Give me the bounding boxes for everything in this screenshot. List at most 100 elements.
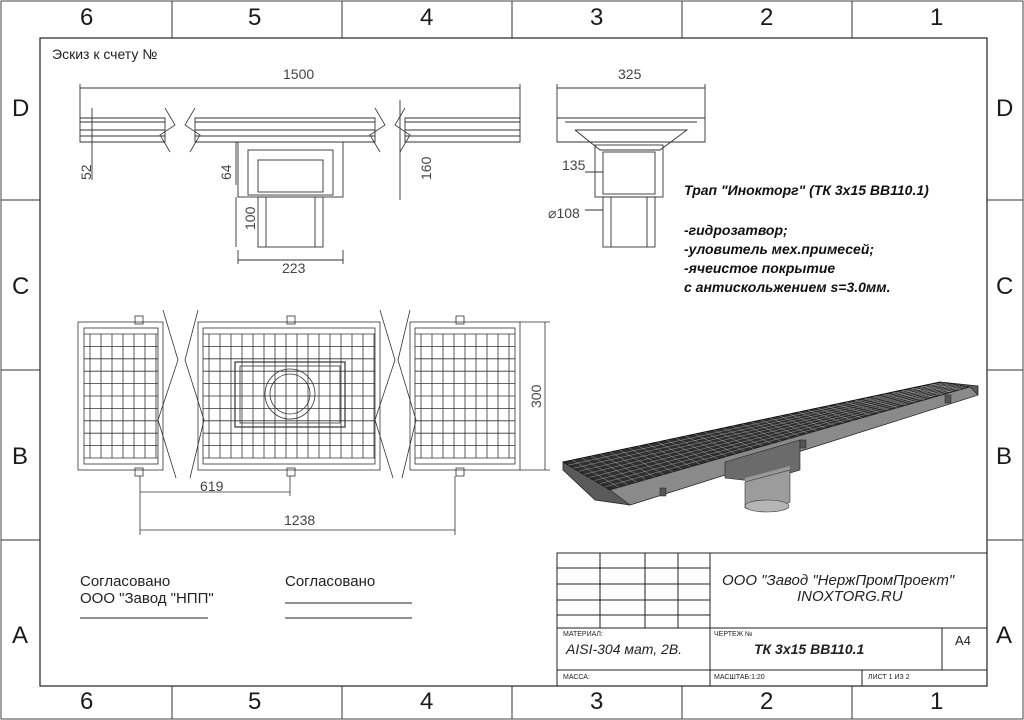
isometric-view bbox=[561, 381, 979, 513]
inner-frame bbox=[39, 37, 988, 687]
iso-grate-bar bbox=[732, 425, 773, 444]
zone-row-c-right: C bbox=[996, 273, 1014, 300]
iso-grate-bar bbox=[583, 383, 954, 475]
iso-grate-bar bbox=[572, 459, 620, 488]
zone-row-d-left: D bbox=[12, 95, 30, 122]
iso-grate-bar bbox=[604, 386, 967, 488]
iso-grate-bar bbox=[666, 439, 710, 462]
iso-grate-bar bbox=[568, 382, 944, 466]
zone-col-6-bottom: 6 bbox=[80, 688, 94, 715]
iso-grate-bar bbox=[798, 411, 836, 426]
zone-col-6-top: 6 bbox=[80, 4, 94, 31]
company-website: INOXTORG.RU bbox=[797, 588, 903, 605]
iso-grate-bar bbox=[826, 405, 863, 419]
iso-grate-bar bbox=[807, 409, 845, 424]
zone-col-5-bottom: 5 bbox=[248, 688, 262, 715]
iso-grate-bar bbox=[704, 431, 746, 452]
iso-grate-bar bbox=[836, 403, 872, 416]
front-view bbox=[79, 84, 521, 264]
iso-grate-bar bbox=[589, 384, 957, 478]
iso-grate-bar bbox=[883, 393, 917, 403]
iso-grate-bar bbox=[902, 389, 935, 398]
iso-grate-bar bbox=[675, 437, 719, 460]
iso-grate-bar bbox=[921, 385, 953, 393]
zone-col-4-bottom: 4 bbox=[420, 688, 434, 715]
iso-grate-bar bbox=[638, 445, 683, 470]
iso-grate-bar bbox=[864, 397, 899, 408]
iso-grate-bar bbox=[628, 447, 674, 473]
dim-diameter-108: ⌀108 bbox=[548, 205, 580, 221]
dim-64: 64 bbox=[218, 164, 234, 180]
dim-619: 619 bbox=[200, 478, 224, 494]
zone-col-3-top: 3 bbox=[590, 4, 604, 31]
zone-col-1-top: 1 bbox=[930, 4, 944, 31]
zone-row-c-left: C bbox=[12, 273, 30, 300]
iso-grate-bar bbox=[779, 415, 818, 432]
iso-grate-bar bbox=[873, 395, 908, 406]
approval-left-line2: ООО "Завод "НПП" bbox=[80, 590, 214, 607]
dim-325: 325 bbox=[618, 66, 642, 82]
iso-grate-bar bbox=[657, 441, 701, 465]
iso-grate-bar bbox=[817, 407, 854, 421]
iso-grate-bar bbox=[647, 443, 692, 468]
iso-grate-bar bbox=[789, 413, 827, 429]
sketch-label: Эскиз к счету № bbox=[52, 46, 158, 62]
zone-col-2-bottom: 2 bbox=[760, 688, 774, 715]
scale-label: МАСШТАБ:1:20 bbox=[714, 674, 765, 681]
zone-col-5-top: 5 bbox=[248, 4, 262, 31]
feature-1: -гидрозатвор; bbox=[684, 222, 788, 238]
iso-grate-bar bbox=[594, 385, 961, 481]
zone-row-a-right: A bbox=[996, 622, 1013, 649]
dim-160: 160 bbox=[418, 156, 434, 180]
iso-grate-bar bbox=[760, 419, 800, 437]
zone-col-3-bottom: 3 bbox=[590, 688, 604, 715]
iso-grate-bar bbox=[723, 427, 764, 447]
zone-col-2-top: 2 bbox=[760, 4, 774, 31]
feature-3: -ячеистое покрытие bbox=[684, 260, 836, 276]
drawing-no-value: ТК 3х15 ВВ110.1 bbox=[754, 641, 865, 657]
approval-left-line1: Согласовано bbox=[80, 573, 171, 590]
iso-grate-bar bbox=[619, 449, 665, 475]
zone-col-1-bottom: 1 bbox=[930, 688, 944, 715]
dim-300: 300 bbox=[528, 384, 544, 408]
iso-grate-bar bbox=[845, 401, 881, 413]
feature-4: с антискольжением s=3.0мм. bbox=[684, 279, 891, 295]
iso-grate-bar bbox=[930, 383, 962, 390]
material-value: AISI-304 мат, 2В. bbox=[566, 641, 683, 657]
iso-grate-bar bbox=[751, 421, 791, 439]
iso-grate-bar bbox=[911, 387, 944, 395]
approval-right-line1: Согласовано bbox=[285, 573, 376, 590]
iso-grate-bar bbox=[892, 391, 926, 401]
iso-grate-bar bbox=[610, 451, 656, 478]
zone-col-4-top: 4 bbox=[420, 4, 434, 31]
zone-row-a-left: A bbox=[12, 622, 29, 649]
feature-2: -уловитель мех.примесей; bbox=[684, 241, 875, 257]
plan-view bbox=[77, 309, 550, 535]
iso-grate-bar bbox=[713, 429, 755, 450]
iso-grate-bar bbox=[741, 423, 782, 442]
company-name: ООО "Завод "НержПромПроект" bbox=[722, 572, 955, 589]
sheet-label: ЛИСТ 1 ИЗ 2 bbox=[868, 674, 910, 681]
iso-grate-bar bbox=[770, 417, 809, 434]
iso-grate-bar bbox=[573, 382, 947, 469]
iso-grate-bar bbox=[578, 383, 951, 472]
dim-100: 100 bbox=[242, 206, 258, 230]
drawing-no-label: ЧЕРТЕЖ № bbox=[714, 631, 753, 638]
side-view bbox=[556, 84, 706, 248]
zone-row-b-right: B bbox=[996, 443, 1013, 470]
dim-223: 223 bbox=[282, 260, 306, 276]
iso-grate-bar bbox=[694, 433, 737, 455]
title-block-lines bbox=[80, 552, 988, 687]
dim-108-value: 108 bbox=[556, 205, 580, 221]
dim-52: 52 bbox=[78, 164, 94, 180]
product-title: Трап "Инокторг" (ТК 3х15 ВВ110.1) bbox=[684, 182, 929, 198]
dim-1238: 1238 bbox=[284, 512, 316, 528]
zone-row-d-right: D bbox=[996, 95, 1014, 122]
iso-grate-bar bbox=[855, 399, 890, 411]
material-label: МАТЕРИАЛ: bbox=[563, 631, 603, 638]
mass-label: МАССА: bbox=[563, 674, 590, 681]
